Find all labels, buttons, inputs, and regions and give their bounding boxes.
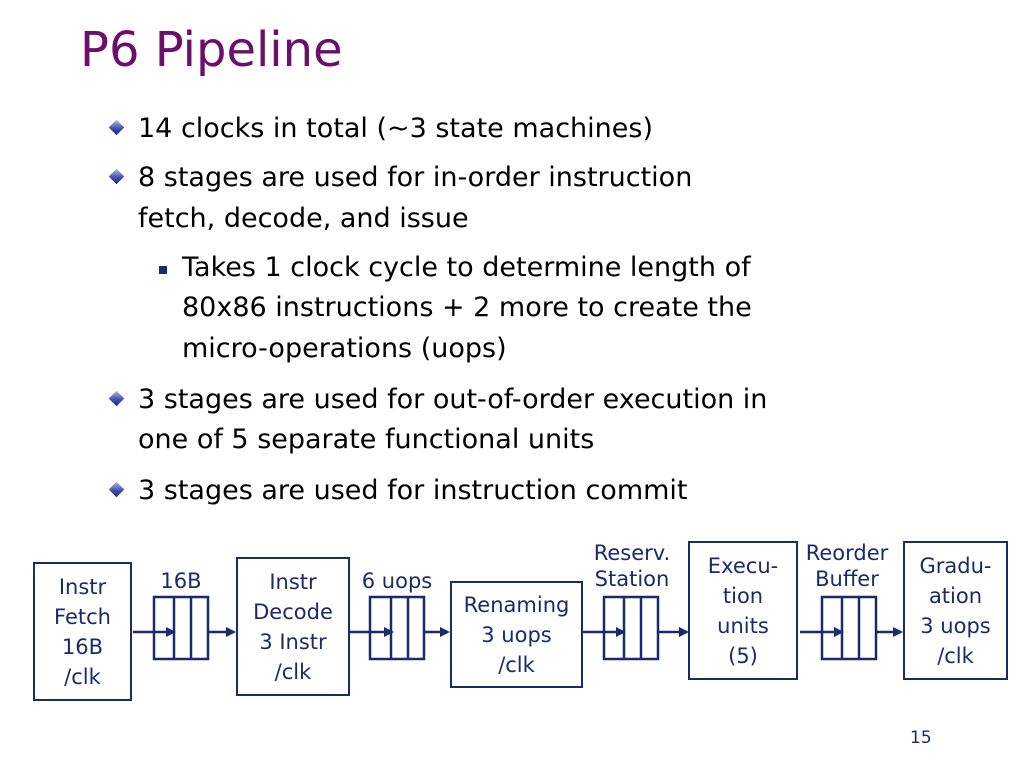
bullet-line: 3 stages are used for instruction commit [138, 475, 688, 506]
box-line: Instr [269, 569, 317, 594]
box-line: 3 Instr [259, 629, 327, 654]
box-line: Renaming [463, 592, 570, 617]
box-line: units [717, 613, 769, 638]
graduation-box: Gradu- ation 3 uops /clk [903, 541, 1008, 680]
box-line: ation [928, 583, 983, 608]
label-line: Station [594, 567, 670, 591]
renaming-box: Renaming 3 uops /clk [450, 581, 583, 688]
buffer-label-reorder-buffer: Reorder Buffer [796, 540, 898, 592]
label-line: Reserv. [593, 541, 671, 565]
bullet-list: 14 clocks in total (~3 state machines) 8… [108, 113, 768, 506]
box-line: Decode [253, 599, 333, 624]
box-line: /clk [64, 664, 101, 689]
box-line: 3 uops [920, 613, 991, 638]
buffer-register-3 [602, 595, 660, 661]
page-number: 15 [910, 728, 932, 748]
buffer-register-2 [368, 595, 426, 661]
bullet-line: fetch, decode, and issue [138, 203, 469, 234]
box-line: Gradu- [919, 553, 992, 578]
buffer-label-16b: 16B [141, 568, 221, 594]
sub-bullet-line: 80x86 instructions + 2 more to create th… [182, 292, 752, 323]
box-line: 3 uops [481, 622, 552, 647]
sub-bullet-line: Takes 1 clock cycle to determine length … [182, 252, 751, 283]
square-bullet-icon [159, 266, 167, 274]
buffer-register-1 [152, 595, 210, 661]
box-line: /clk [498, 652, 535, 677]
box-line: tion [722, 583, 764, 608]
bullet-line: 3 stages are used for out-of-order execu… [138, 384, 768, 415]
bullet-line: 8 stages are used for in-order instructi… [138, 162, 693, 193]
box-line: /clk [274, 659, 312, 684]
buffer-register-4 [820, 595, 878, 661]
sub-bullet-line: micro-operations (uops) [182, 333, 507, 364]
instr-decode-box: Instr Decode 3 Instr /clk [236, 557, 350, 696]
box-line: Instr [58, 574, 107, 599]
bullet-line: 14 clocks in total (~3 state machines) [138, 113, 653, 144]
label-line: 6 uops [361, 569, 433, 593]
bullet-line: one of 5 separate functional units [138, 424, 595, 455]
buffer-label-reservation-station: Reserv. Station [582, 540, 682, 592]
box-line: (5) [728, 643, 758, 668]
box-line: Execu- [707, 553, 779, 578]
label-line: Reorder [805, 541, 889, 565]
box-line: 16B [61, 634, 104, 659]
buffer-label-6uops: 6 uops [352, 568, 442, 594]
instr-fetch-box: Instr Fetch 16B /clk [33, 562, 132, 701]
label-line: 16B [160, 569, 202, 593]
box-line: Fetch [54, 604, 111, 629]
slide-title: P6 Pipeline [80, 22, 343, 78]
label-line: Buffer [815, 567, 879, 591]
execution-units-box: Execu- tion units (5) [688, 541, 798, 680]
box-line: /clk [937, 643, 974, 668]
